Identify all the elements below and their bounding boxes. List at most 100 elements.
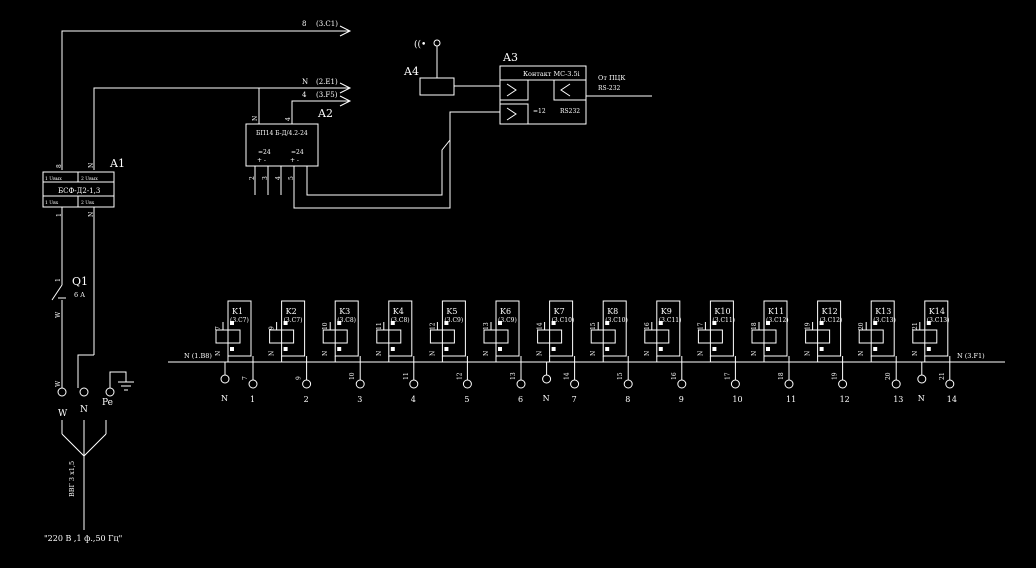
a2-p1: + - (257, 157, 266, 164)
relay-contact-mark (283, 321, 288, 325)
relay-ref: (3.С12) (766, 317, 789, 324)
relay-n-label: N (697, 351, 704, 356)
relay-contact-mark (498, 347, 502, 351)
wire-4-arrow (339, 95, 352, 107)
relay-name: K10 (714, 307, 730, 316)
relay-n-label: N (429, 351, 436, 356)
relay-contact-mark (873, 347, 878, 351)
q1-rating: 6 A (74, 291, 85, 299)
out-terminal (730, 379, 740, 389)
wire-n-bus-feed (77, 354, 94, 388)
a4-block (419, 77, 455, 96)
out-terminal-label: 12 (840, 395, 850, 404)
out-terminal (570, 379, 580, 389)
relay-contact-mark (712, 321, 717, 325)
relay-contact-mark (766, 321, 770, 325)
out-terminal-label: 11 (786, 395, 796, 404)
relay-contact-mark (444, 347, 449, 351)
a1-top-l: 8 (56, 164, 63, 168)
relay-name: K9 (661, 307, 672, 316)
relay-wire-number: 10 (322, 322, 329, 330)
relay-housing (334, 300, 359, 357)
wire-4-label: 4 (302, 91, 307, 99)
input-w: W (58, 409, 68, 419)
a1-out2: 2 Uвх (81, 200, 95, 206)
relay-contact-mark (230, 347, 234, 351)
input-terminal-pe (105, 387, 115, 397)
a4-antenna-tip (433, 39, 441, 47)
q1-bot-label: W (55, 311, 62, 318)
relay-ref: (3.С7) (284, 317, 303, 324)
pu-line1: От ПЦК (598, 74, 625, 82)
relay-wire-number: 19 (805, 322, 812, 330)
relay-contact-mark (390, 321, 395, 325)
relay-coil (376, 329, 402, 344)
relay-name: K6 (500, 307, 511, 316)
relay-n-label: N (537, 351, 544, 356)
relay-contact-mark (337, 321, 342, 325)
a3-model: Контакт МС-3.5i (523, 70, 580, 78)
a2-top-l: N (252, 116, 259, 121)
a2-term-4-route (306, 139, 451, 196)
out-wire-number: 9 (296, 376, 303, 380)
wire-n-arrow (339, 82, 352, 94)
out-wire-number: 17 (724, 372, 731, 380)
relay-name: K11 (768, 307, 784, 316)
relay-n-label: N (751, 351, 758, 356)
out-terminal-label: 8 (625, 395, 630, 404)
relay-name: K7 (554, 307, 565, 316)
a3-chevron-3 (560, 83, 571, 97)
relay-name: K5 (446, 307, 457, 316)
out-wire-number: 19 (832, 372, 839, 380)
relay-contact-mark (551, 321, 556, 325)
relay-contact-mark (605, 347, 610, 351)
out-wire-number: 13 (510, 372, 517, 380)
out-terminal (623, 379, 633, 389)
relay-ref: (3.С13) (927, 317, 950, 324)
relay-ref: (3.С12) (820, 317, 843, 324)
out-terminal (409, 379, 419, 389)
a4-tag: A4 (403, 65, 419, 78)
wire-pe (109, 371, 127, 388)
wire-8-label: 8 (302, 20, 306, 28)
a3-port: RS232 (560, 108, 580, 115)
out-terminal-label: 13 (893, 395, 903, 404)
relay-name: K8 (607, 307, 618, 316)
a3-port-3 (553, 79, 587, 101)
a1-top-r: N (88, 163, 95, 168)
relay-housing (441, 300, 466, 357)
relay-contact-mark (337, 347, 342, 351)
relay-wire-number: 13 (483, 322, 490, 330)
relay-n-label: N (483, 351, 490, 356)
relay-wire-number: 21 (912, 322, 919, 330)
a4-radio: ((• (414, 39, 426, 50)
wire-n-top (93, 87, 350, 170)
relay-ref: (3.С8) (337, 317, 356, 324)
relay-contact-mark (658, 347, 663, 351)
q1-switch-blade (51, 284, 63, 301)
out-terminal-label: 3 (357, 395, 362, 404)
relay-wire-number: 18 (751, 322, 758, 330)
out-terminal-label: 2 (304, 395, 309, 404)
wire-4-ref: (3.F5) (316, 91, 338, 99)
out-terminal-label: 9 (679, 395, 684, 404)
relay-contact-mark (819, 321, 824, 325)
out-wire-number: 12 (456, 372, 463, 380)
n-terminal-label: N (221, 394, 228, 403)
out-terminal-label: 14 (947, 395, 957, 404)
out-wire-number: 15 (617, 372, 624, 380)
relay-contact-mark (498, 321, 502, 325)
a1-in2: 2 Uвых (81, 176, 98, 182)
relay-contact-mark (551, 347, 556, 351)
out-wire-number: 11 (403, 372, 410, 380)
relay-wire-number: 7 (215, 326, 222, 330)
out-terminal-label: 5 (464, 395, 469, 404)
out-terminal-label: 1 (250, 395, 255, 404)
out-wire-number: 16 (671, 372, 678, 380)
